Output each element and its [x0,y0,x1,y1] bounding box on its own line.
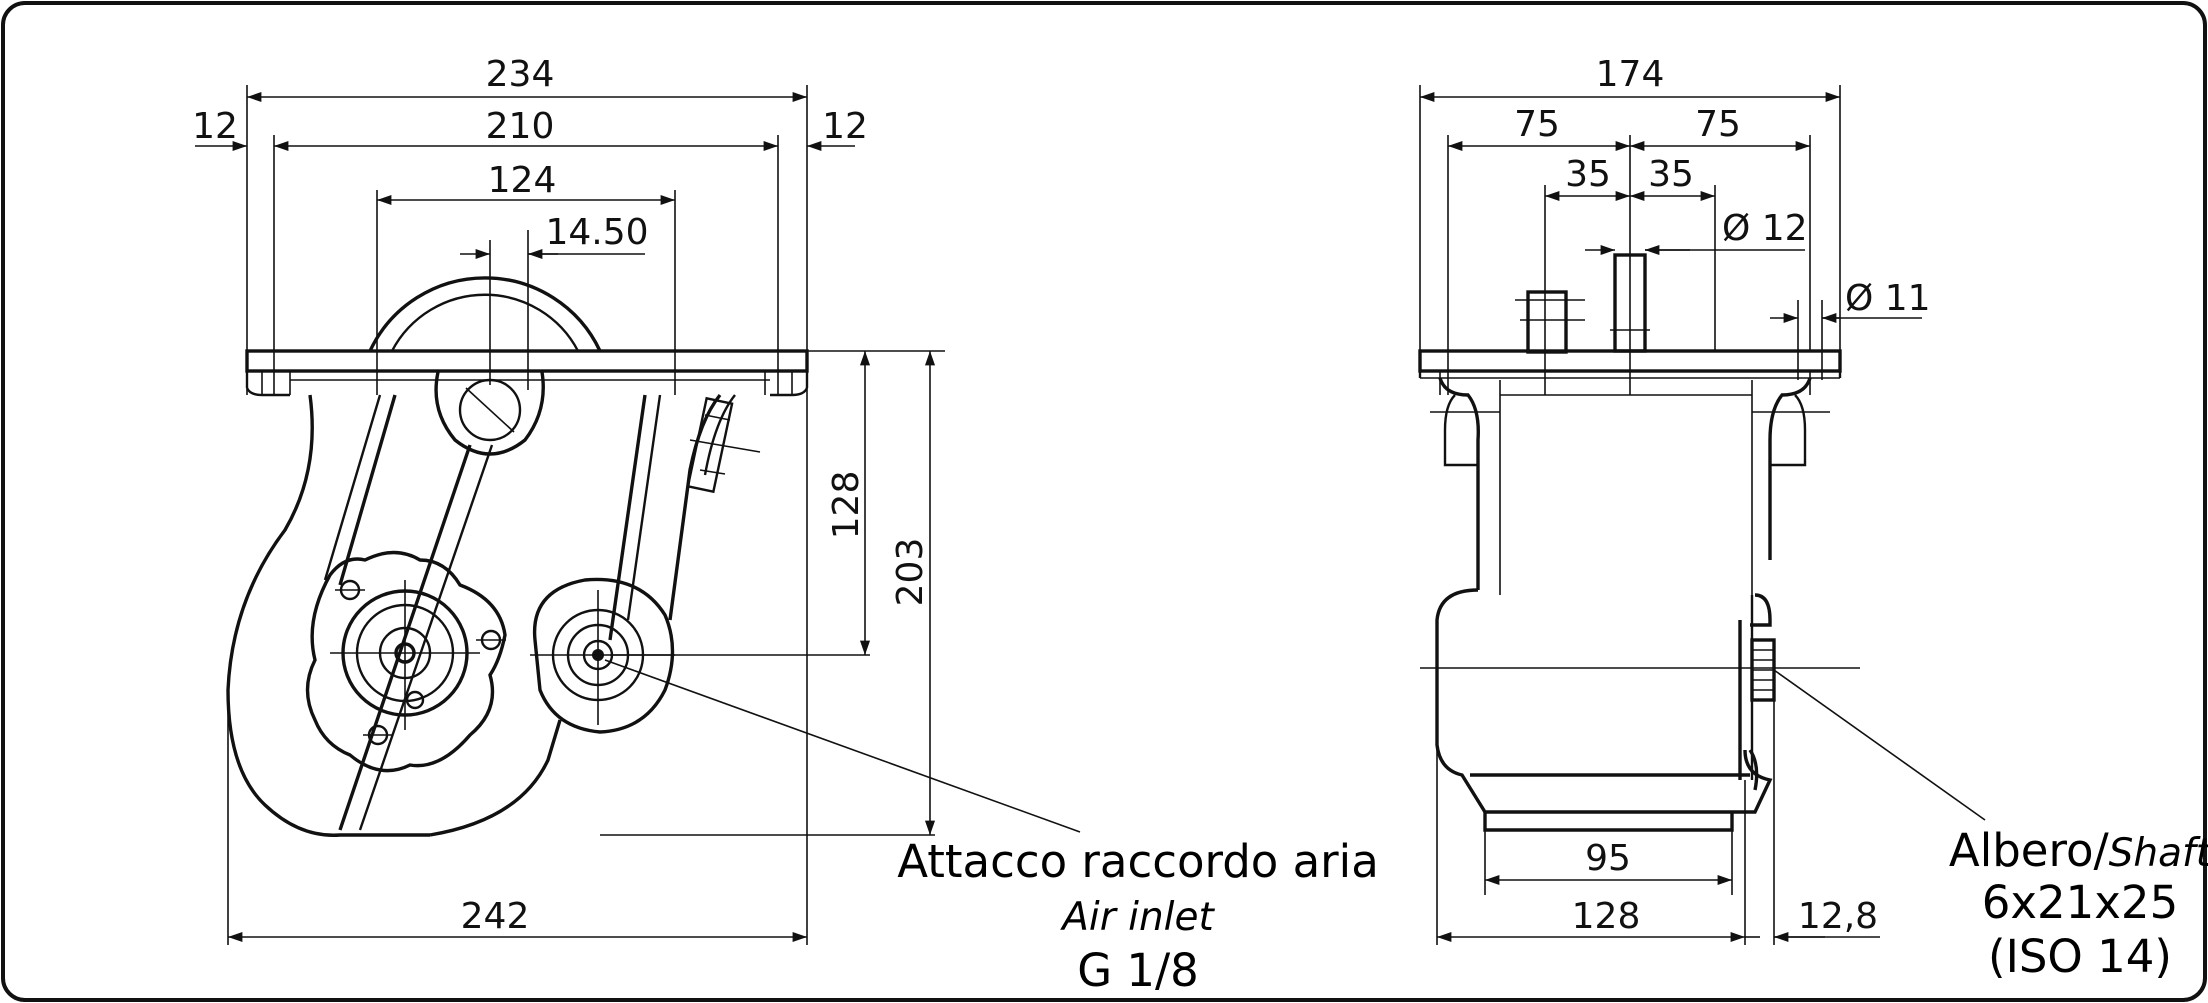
callout-shaft-size: 6x21x25 [1982,876,2178,929]
front-top-arc [368,276,602,352]
dim-overall-width: 234 [486,54,555,95]
callout-shaft-standard: (ISO 14) [1988,930,2172,983]
callout-air-inlet-thread: G 1/8 [1077,944,1199,997]
dim-height-total: 203 [890,538,931,607]
dim-bottom-width: 242 [461,896,530,937]
side-dim-wheel-outer: 128 [1572,896,1641,937]
side-extension-lines [1419,85,1841,945]
dim-edge-left: 12 [192,106,238,147]
side-dim-wheel-inner: 95 [1585,838,1631,879]
dim-offset: 14.50 [545,212,648,253]
front-wheel-hub [305,550,507,773]
side-dim-shaft-projection: 12,8 [1798,896,1878,937]
side-wheel [1420,588,1860,832]
side-fork [1430,377,1830,595]
side-dim-overall-width: 174 [1596,54,1665,95]
front-extension-lines [227,85,945,945]
callout-shaft-name: Albero/Shaft [1949,824,2208,877]
side-dim-half-left: 75 [1514,104,1560,145]
dim-height-axle: 128 [826,471,867,540]
front-valve-fitting [686,396,761,494]
front-view: 234 210 12 12 124 14.50 128 203 242 Atta… [192,54,1379,997]
side-dim-hole-diameter: Ø 11 [1845,278,1931,319]
side-dim-pin-diameter: Ø 12 [1722,208,1808,249]
dim-edge-right: 12 [822,106,868,147]
side-dim-half-right: 75 [1695,104,1741,145]
side-dim-inner-left: 35 [1565,154,1611,195]
dim-bolt-span: 210 [486,106,555,147]
side-shaft [1750,638,1776,702]
side-view: 174 75 75 35 35 Ø 12 Ø 11 95 128 12,8 [1418,54,2208,983]
front-main-body [226,393,736,837]
callout-air-inlet-italian: Attacco raccordo aria [897,835,1379,888]
front-top-plate [245,349,809,397]
dim-upper-span: 124 [488,160,557,201]
callout-air-inlet-english: Air inlet [1059,895,1215,940]
side-dim-inner-right: 35 [1648,154,1694,195]
